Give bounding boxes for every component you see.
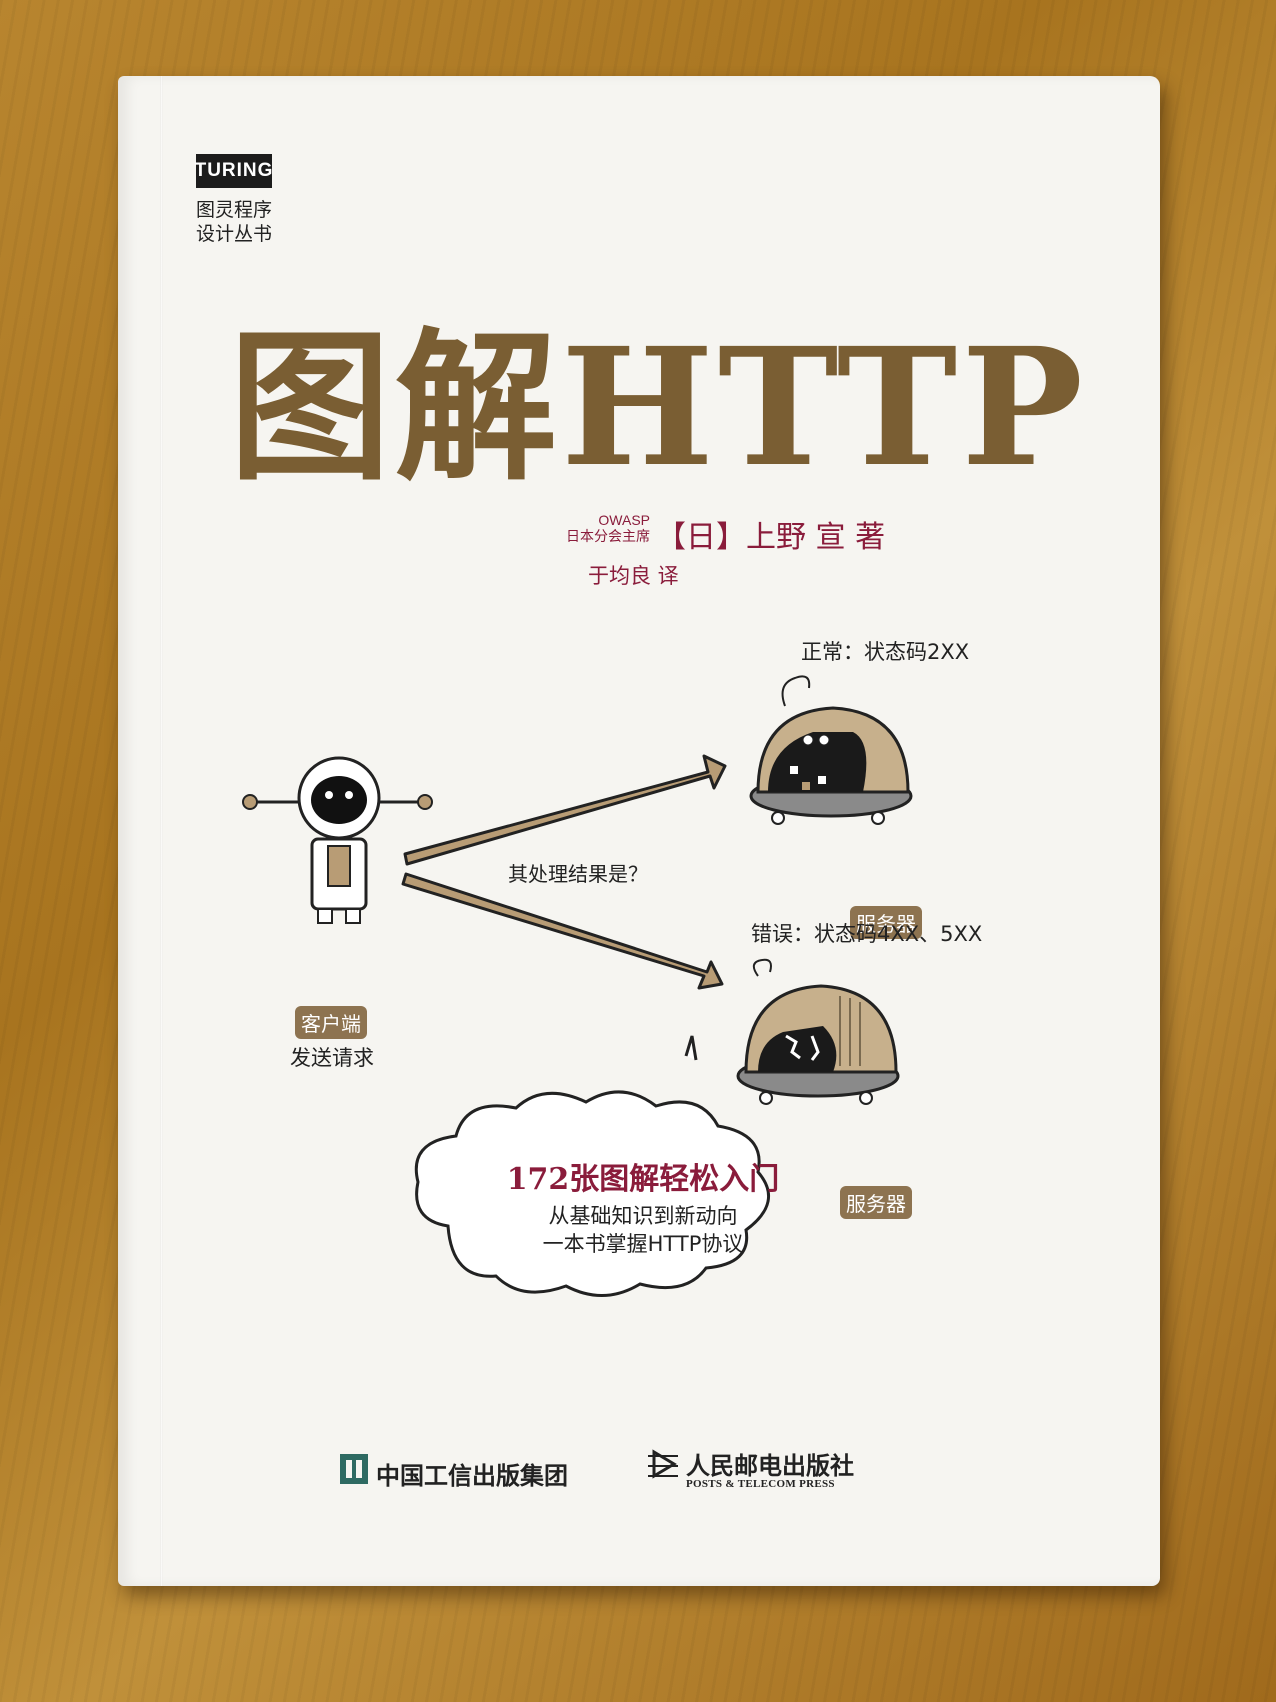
cloud-line1: 从基础知识到新动向 [548,1204,738,1228]
author-org-line2: 日本分会主席 [566,528,650,544]
book-title: 图解HTTP [228,313,1088,503]
illustration [242,675,913,1484]
publisher-posts-telecom: 人民邮电出版社 [686,1451,854,1480]
posts-telecom-logo-icon [648,1449,678,1479]
author-org-line1: OWASP [598,512,650,528]
server-error-icon [736,958,900,1105]
arrow-to-server-ok-icon [403,754,727,866]
server-label-error: 服务器 [840,1186,912,1219]
server-ok-icon [749,675,913,825]
cloud-headline: 172张图解轻松入门 [506,1162,780,1197]
client-label: 客户端 [295,1006,367,1039]
turing-logo: TURING [195,154,272,188]
client-robot-icon [242,756,433,924]
spine-edge [160,76,163,1586]
arrow-to-server-error-icon [401,872,724,990]
cloud-line2: 一本书掌握HTTP协议 [542,1232,744,1256]
client-action-label: 发送请求 [290,1046,374,1070]
publisher-posts-telecom-en: POSTS & TELECOM PRESS [686,1478,835,1490]
server-label-ok: 服务器 [850,906,922,939]
series-name-line2: 设计丛书 [196,223,273,245]
author-name: 【日】上野 宣 著 [656,520,886,555]
speech-cloud-icon [414,1035,770,1297]
series-name-line1: 图灵程序 [196,199,273,221]
status-ok-label: 正常：状态码2XX [801,640,970,664]
book-cover: TURING 图灵程序 设计丛书 图解HTTP OWASP 日本分会主席 【日】… [118,76,1160,1586]
publisher-miit: 中国工信出版集团 [376,1461,568,1490]
translator-name: 于均良 译 [588,564,679,588]
author-org: OWASP 日本分会主席 [440,512,650,544]
question-label: 其处理结果是？ [508,862,648,886]
status-error-label: 错误：状态码4XX、5XX [751,922,983,946]
miit-publishing-logo-icon [340,1454,368,1484]
